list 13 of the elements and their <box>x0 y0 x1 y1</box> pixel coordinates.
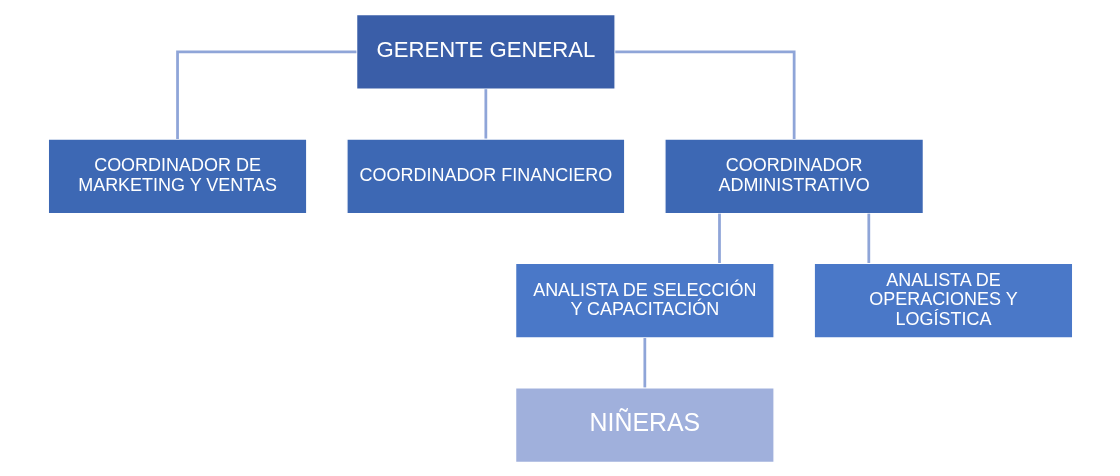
node-box: ANALISTA DE SELECCIÓN Y CAPACITACIÓN <box>514 262 775 339</box>
connector <box>866 213 870 263</box>
node-box: ANALISTA DE OPERACIONES Y LOGÍSTICA <box>813 262 1073 339</box>
connector <box>717 213 721 263</box>
node-box: COORDINADOR FINANCIERO <box>345 137 625 214</box>
node-box: GERENTE GENERAL <box>355 13 616 90</box>
connector <box>642 337 646 387</box>
connector <box>614 49 796 139</box>
node-box: COORDINADOR ADMINISTRATIVO <box>663 137 924 214</box>
node-box: COORDINADOR DE MARKETING Y VENTAS <box>47 137 307 214</box>
connector <box>483 88 487 139</box>
connector <box>175 49 356 139</box>
node-box: NIÑERAS <box>514 386 775 463</box>
